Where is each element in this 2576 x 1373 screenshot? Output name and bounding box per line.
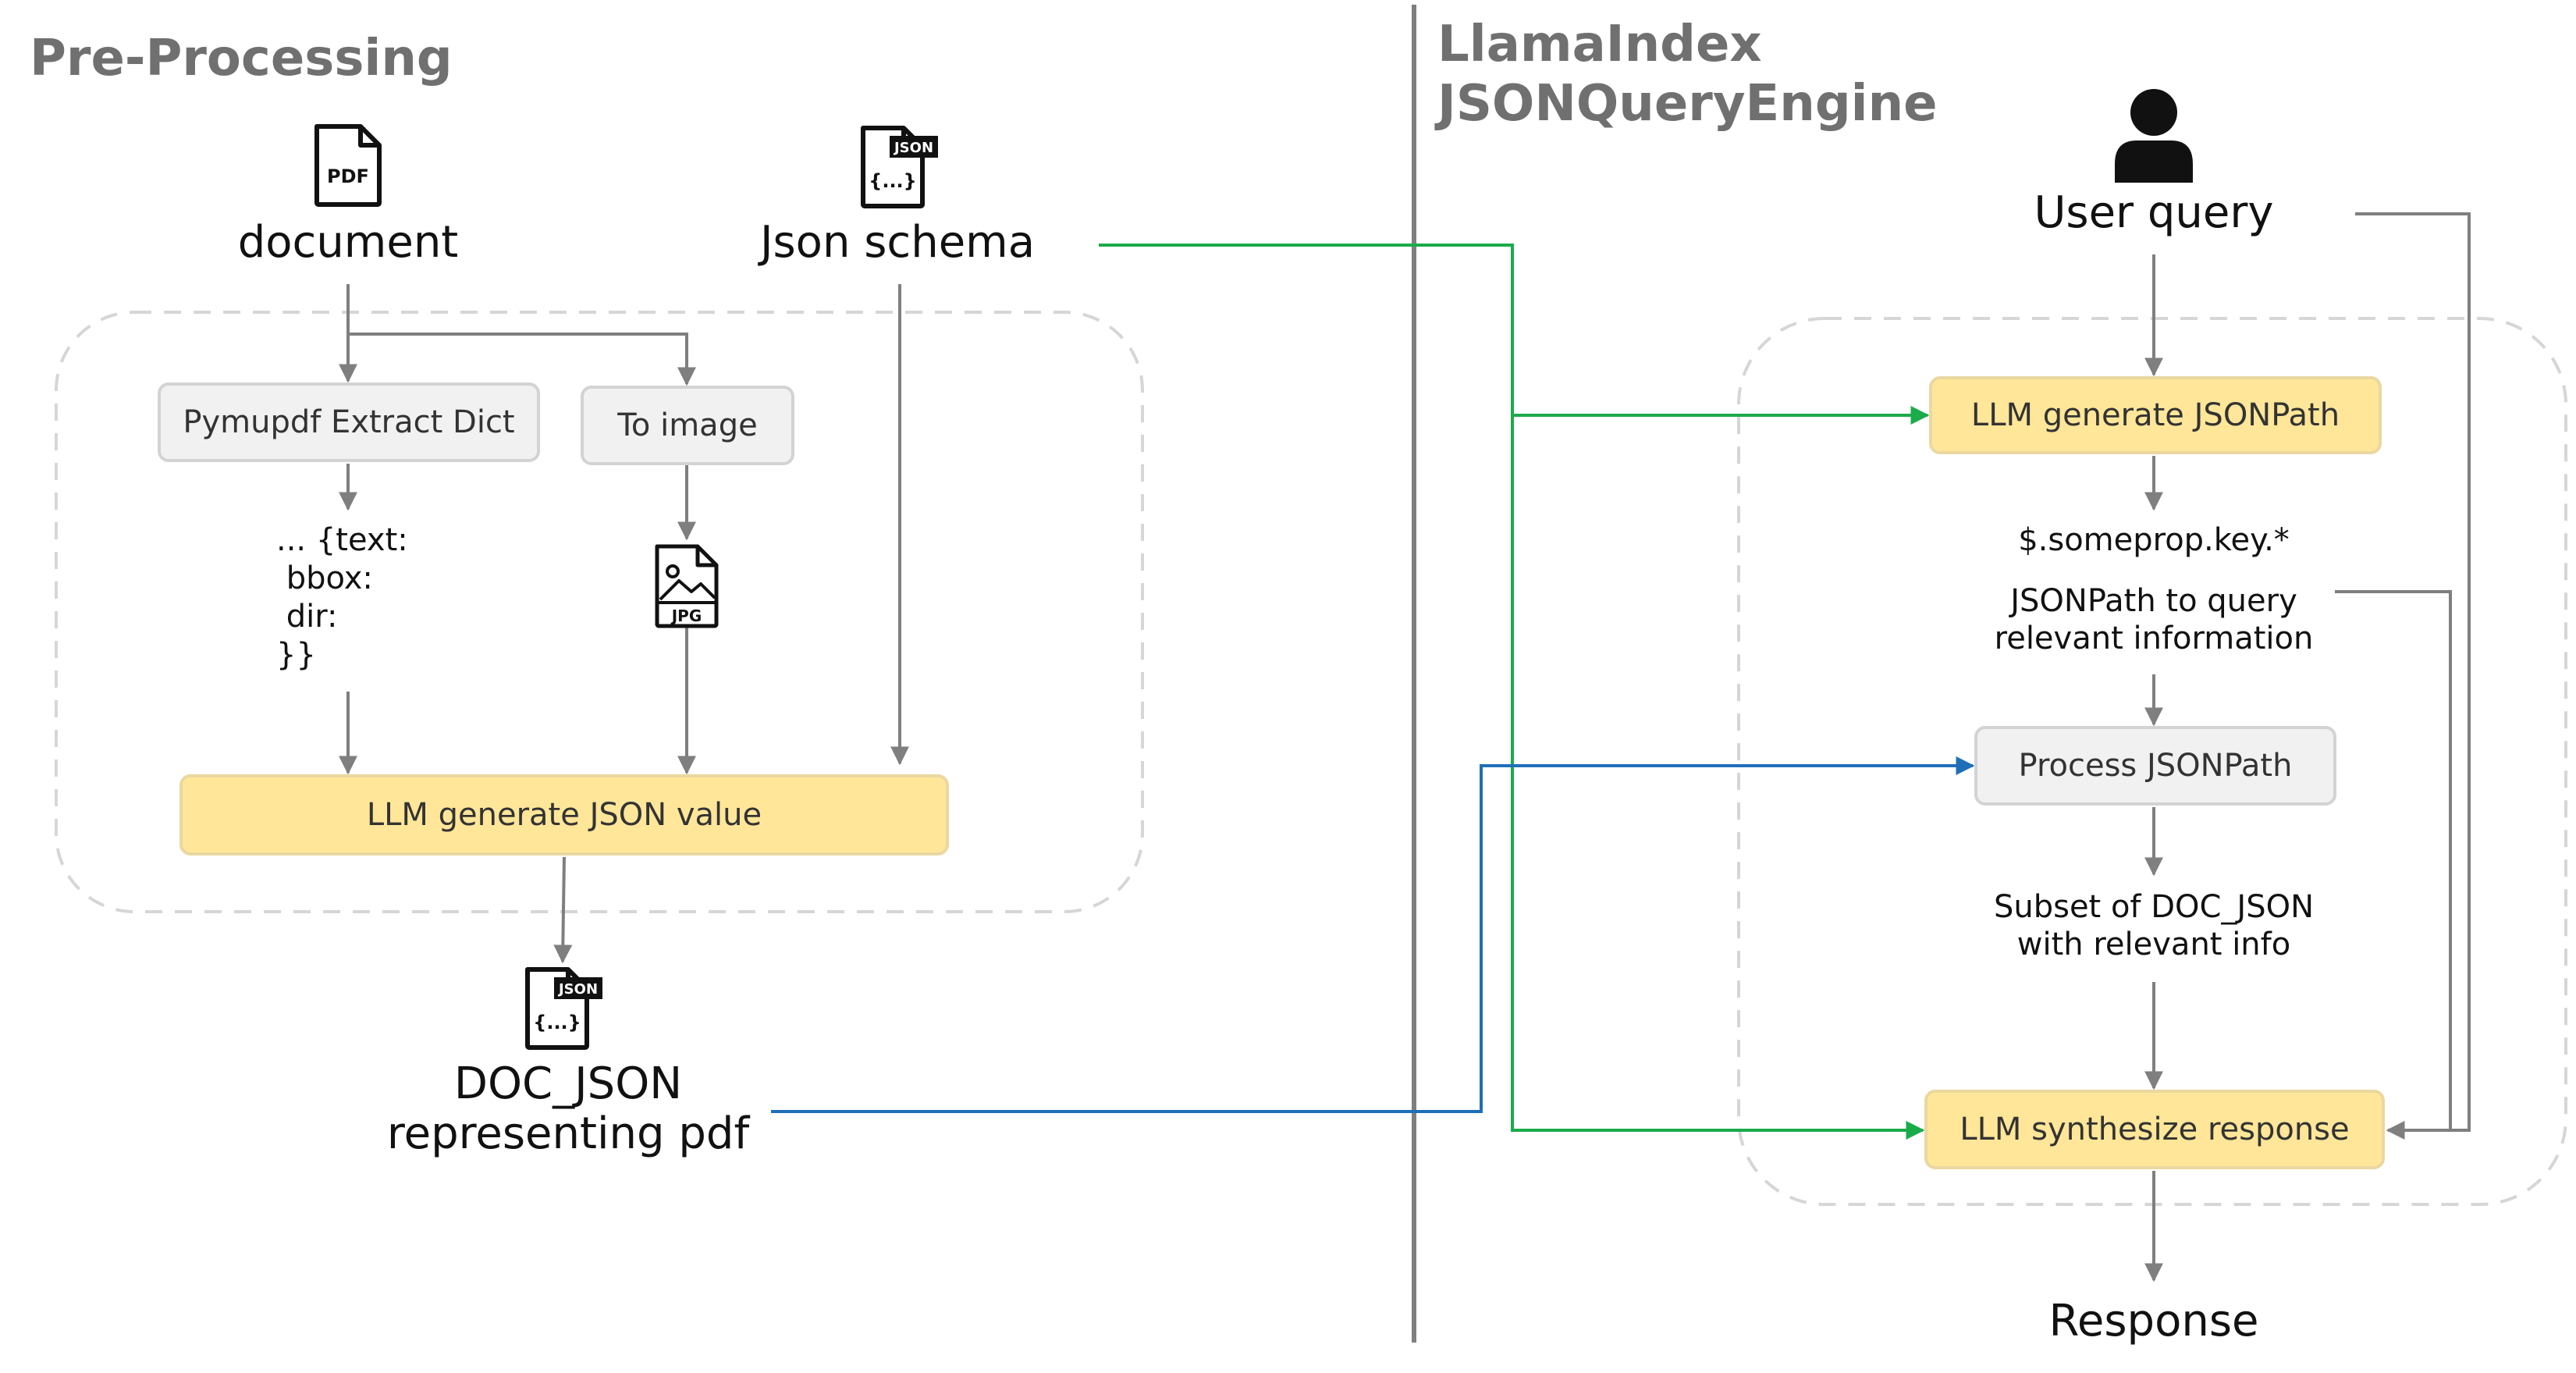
process-jsonpath-box: Process JSONPath — [1974, 726, 2336, 806]
user-query-label: User query — [2034, 187, 2274, 238]
doc-json-label: DOC_JSON — [453, 1058, 683, 1109]
subset-line1: Subset of DOC_JSON — [1993, 889, 2315, 925]
subset-line2: with relevant info — [2016, 927, 2291, 962]
doc-json-icon-body: {...} — [533, 1012, 581, 1033]
engine-title-line1: LlamaIndex — [1437, 16, 1762, 73]
preprocessing-title: Pre-Processing — [30, 30, 453, 87]
llm-generate-json-value-box: LLM generate JSON value — [179, 774, 949, 855]
schema-label: Json schema — [759, 217, 1036, 268]
document-label: document — [237, 217, 459, 268]
jpg-file-icon: JPG — [655, 544, 719, 628]
llm-generate-jsonpath-box: LLM generate JSONPath — [1929, 376, 2382, 454]
json-icon-body: {...} — [869, 170, 917, 192]
jsonpath-example: $.someprop.key.* — [2018, 522, 2290, 558]
to-image-box: To image — [581, 386, 794, 465]
user-icon — [2115, 89, 2193, 183]
arrow-document-to-image — [348, 333, 696, 386]
json-file-icon: JSON {...} — [861, 126, 938, 208]
pdf-icon-label: PDF — [327, 165, 369, 187]
extract-output-text: ... {text: bbox: dir: }} — [276, 522, 408, 673]
jsonpath-desc-line1: JSONPath to query — [2010, 583, 2297, 619]
arrow-schema-to-synth — [1511, 415, 1925, 1140]
json-icon-badge: JSON — [893, 140, 933, 156]
extract-dict-box: Pymupdf Extract Dict — [158, 382, 540, 462]
preprocessing-group — [55, 311, 1144, 913]
doc-json-file-icon: JSON {...} — [525, 967, 602, 1050]
jpg-icon-label: JPG — [670, 606, 702, 625]
doc-json-desc: representing pdf — [386, 1108, 750, 1159]
llm-synthesize-response-box: LLM synthesize response — [1924, 1090, 2385, 1169]
jsonpath-desc-line2: relevant information — [1994, 621, 2314, 656]
arrow-generate-to-docjson — [553, 856, 573, 964]
arrow-docjson-to-process — [771, 756, 1975, 1113]
doc-json-icon-badge: JSON — [557, 981, 598, 998]
arrow-query-to-synth — [2355, 212, 2471, 1140]
response-label: Response — [2048, 1296, 2259, 1346]
pdf-file-icon: PDF — [314, 124, 382, 207]
engine-title-line2: JSONQueryEngine — [1437, 75, 1938, 133]
arrow-path-to-synth — [2335, 590, 2452, 1130]
arrow-schema-to-genpath — [1099, 244, 1930, 425]
